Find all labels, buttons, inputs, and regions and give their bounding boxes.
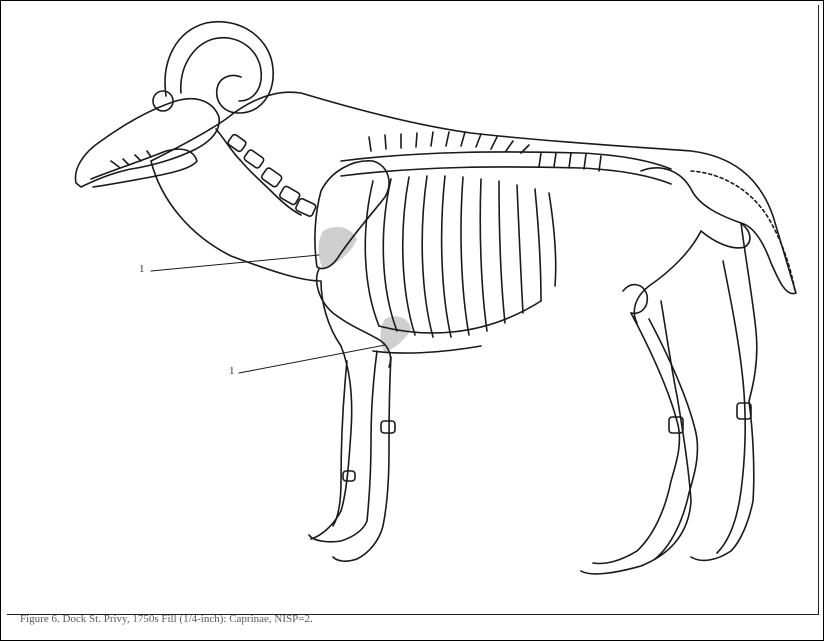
body-outline — [151, 92, 796, 574]
callout-leaders — [151, 255, 385, 373]
tail — [691, 171, 795, 291]
cervical-vertebrae — [216, 129, 317, 217]
hindleg — [593, 168, 751, 564]
humerus-highlight — [381, 316, 412, 353]
humerus-leader-line — [239, 345, 385, 373]
spine — [341, 132, 671, 184]
scapula-highlight — [319, 227, 358, 269]
ribcage — [365, 176, 555, 337]
figure-caption: Figure 6. Dock St. Privy, 1750s Fill (1/… — [20, 613, 313, 625]
skull — [75, 91, 219, 187]
callout-label-scapula: 1 — [139, 263, 145, 275]
callout-label-humerus: 1 — [229, 365, 235, 377]
